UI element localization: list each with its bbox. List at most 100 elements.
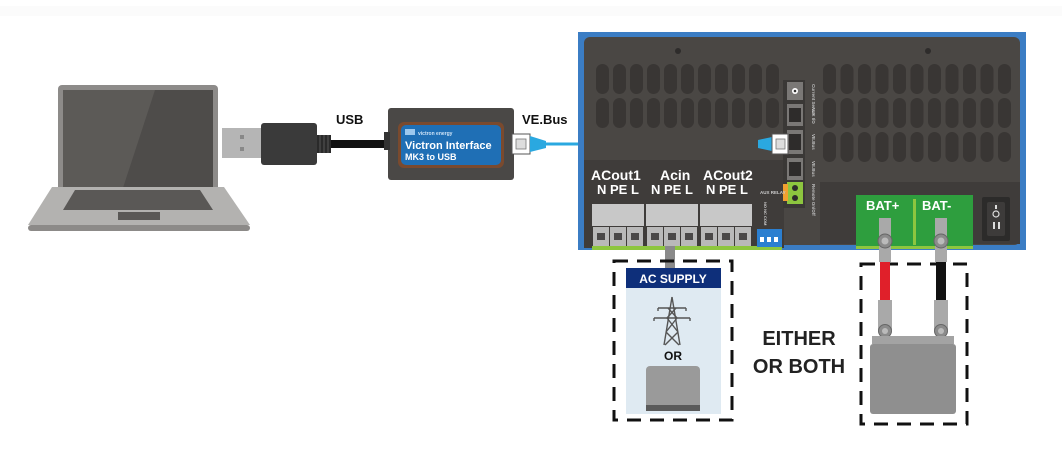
terminal-screw	[651, 233, 659, 240]
interface-brand: victron energy	[418, 131, 453, 137]
vent-slot	[749, 64, 762, 94]
vent-slot	[823, 132, 836, 162]
vent-slot	[928, 132, 941, 162]
vent-slot	[681, 98, 694, 128]
vent-slot	[858, 64, 871, 94]
relay-pins-label: NO NC COM	[763, 202, 768, 226]
vent-slot	[963, 64, 976, 94]
acin-pins: N PE L	[651, 182, 693, 197]
vent-slot	[910, 132, 924, 162]
terminal-screw	[668, 233, 676, 240]
either-line2: OR BOTH	[753, 356, 845, 378]
acout2-pins: N PE L	[706, 182, 748, 197]
vent-slot	[980, 132, 994, 162]
current-sense-port	[787, 82, 803, 100]
vent-slot	[858, 132, 871, 162]
vent-slot	[613, 64, 626, 94]
battery-dashed-box	[859, 262, 969, 426]
vent-slot	[698, 64, 711, 94]
vent-slot	[766, 98, 779, 128]
port-label-current-sense: Current Sense	[811, 84, 816, 115]
vent-slot	[945, 132, 959, 162]
top-band	[0, 6, 1062, 16]
acout2-label: ACout2	[703, 167, 753, 183]
ac-supply-dashed-box	[612, 259, 734, 422]
vebus-label: VE.Bus	[522, 112, 568, 127]
bat-plus-label: BAT+	[866, 198, 900, 213]
vent-slot	[596, 98, 609, 128]
aux-relay-label: AUX RELAY	[760, 190, 786, 195]
vent-slot	[596, 64, 609, 94]
vent-slot	[980, 64, 994, 94]
vent-slot	[749, 98, 762, 128]
ac-supply-cable	[665, 246, 675, 268]
vent-slot	[647, 64, 660, 94]
port-label-vebus-2: VE.Bus	[811, 161, 816, 177]
vent-slot	[647, 98, 660, 128]
power-pylon-icon	[653, 296, 691, 346]
vent-slot	[715, 98, 728, 128]
terminal-screw	[705, 233, 713, 240]
vent-slot	[963, 98, 976, 128]
bat-minus-lug	[933, 218, 949, 262]
bat-plus-lug	[877, 218, 893, 262]
battery-icon	[870, 300, 956, 414]
vent-slot	[840, 98, 854, 128]
power-switch	[982, 197, 1010, 241]
acout1-label: ACout1	[591, 167, 641, 183]
terminal-block	[646, 204, 698, 226]
port-label-aux-io: AUX I/O	[811, 107, 816, 124]
vent-slot	[945, 98, 959, 128]
vent-slot	[823, 98, 836, 128]
vent-slot	[875, 98, 889, 128]
laptop-icon	[28, 85, 250, 231]
vent-slot	[998, 64, 1011, 94]
vent-slot	[963, 132, 976, 162]
ac-supply-header	[626, 268, 721, 288]
acout1-pins: N PE L	[597, 182, 639, 197]
terminal-screw	[685, 233, 693, 240]
bat-plus-cable	[880, 262, 890, 300]
bat-minus-cable	[936, 262, 946, 300]
ac-supply-or: OR	[664, 349, 682, 363]
terminal-screw	[722, 233, 730, 240]
vent-slot	[840, 132, 854, 162]
terminal-screw	[739, 233, 747, 240]
vebus-port-2	[787, 158, 803, 180]
aux-relay-terminal	[757, 229, 782, 247]
vent-slot	[910, 98, 924, 128]
usb-plug-icon	[222, 123, 391, 165]
vent-slot	[945, 64, 959, 94]
vent-slot	[875, 132, 889, 162]
vent-slot	[998, 98, 1011, 128]
vent-slot	[664, 98, 677, 128]
vent-slot	[893, 64, 906, 94]
vent-slot	[998, 132, 1011, 162]
terminal-block	[700, 204, 752, 226]
vent-slot	[840, 64, 854, 94]
vent-slot	[823, 64, 836, 94]
vent-slot	[630, 98, 643, 128]
vent-slot	[715, 64, 728, 94]
terminal-block	[592, 204, 644, 226]
acin-label: Acin	[660, 167, 690, 183]
vent-slot	[875, 64, 889, 94]
vent-slot	[613, 98, 626, 128]
either-line1: EITHER	[762, 328, 836, 350]
vent-slot	[858, 98, 871, 128]
vent-slot	[732, 64, 745, 94]
interface-title: Victron Interface	[405, 140, 492, 152]
battery-terminals	[856, 195, 973, 249]
vent-slot	[698, 98, 711, 128]
rj45-plug-icon	[511, 133, 546, 155]
vent-slot	[893, 132, 906, 162]
ac-supply-title: AC SUPPLY	[639, 272, 707, 286]
terminal-screw	[597, 233, 605, 240]
aux-io-port	[787, 104, 803, 126]
vent-slot	[928, 98, 941, 128]
vent-slot	[980, 98, 994, 128]
generator-icon	[646, 366, 700, 411]
port-label-vebus-1: VE.Bus	[811, 134, 816, 150]
vent-slot	[893, 98, 906, 128]
